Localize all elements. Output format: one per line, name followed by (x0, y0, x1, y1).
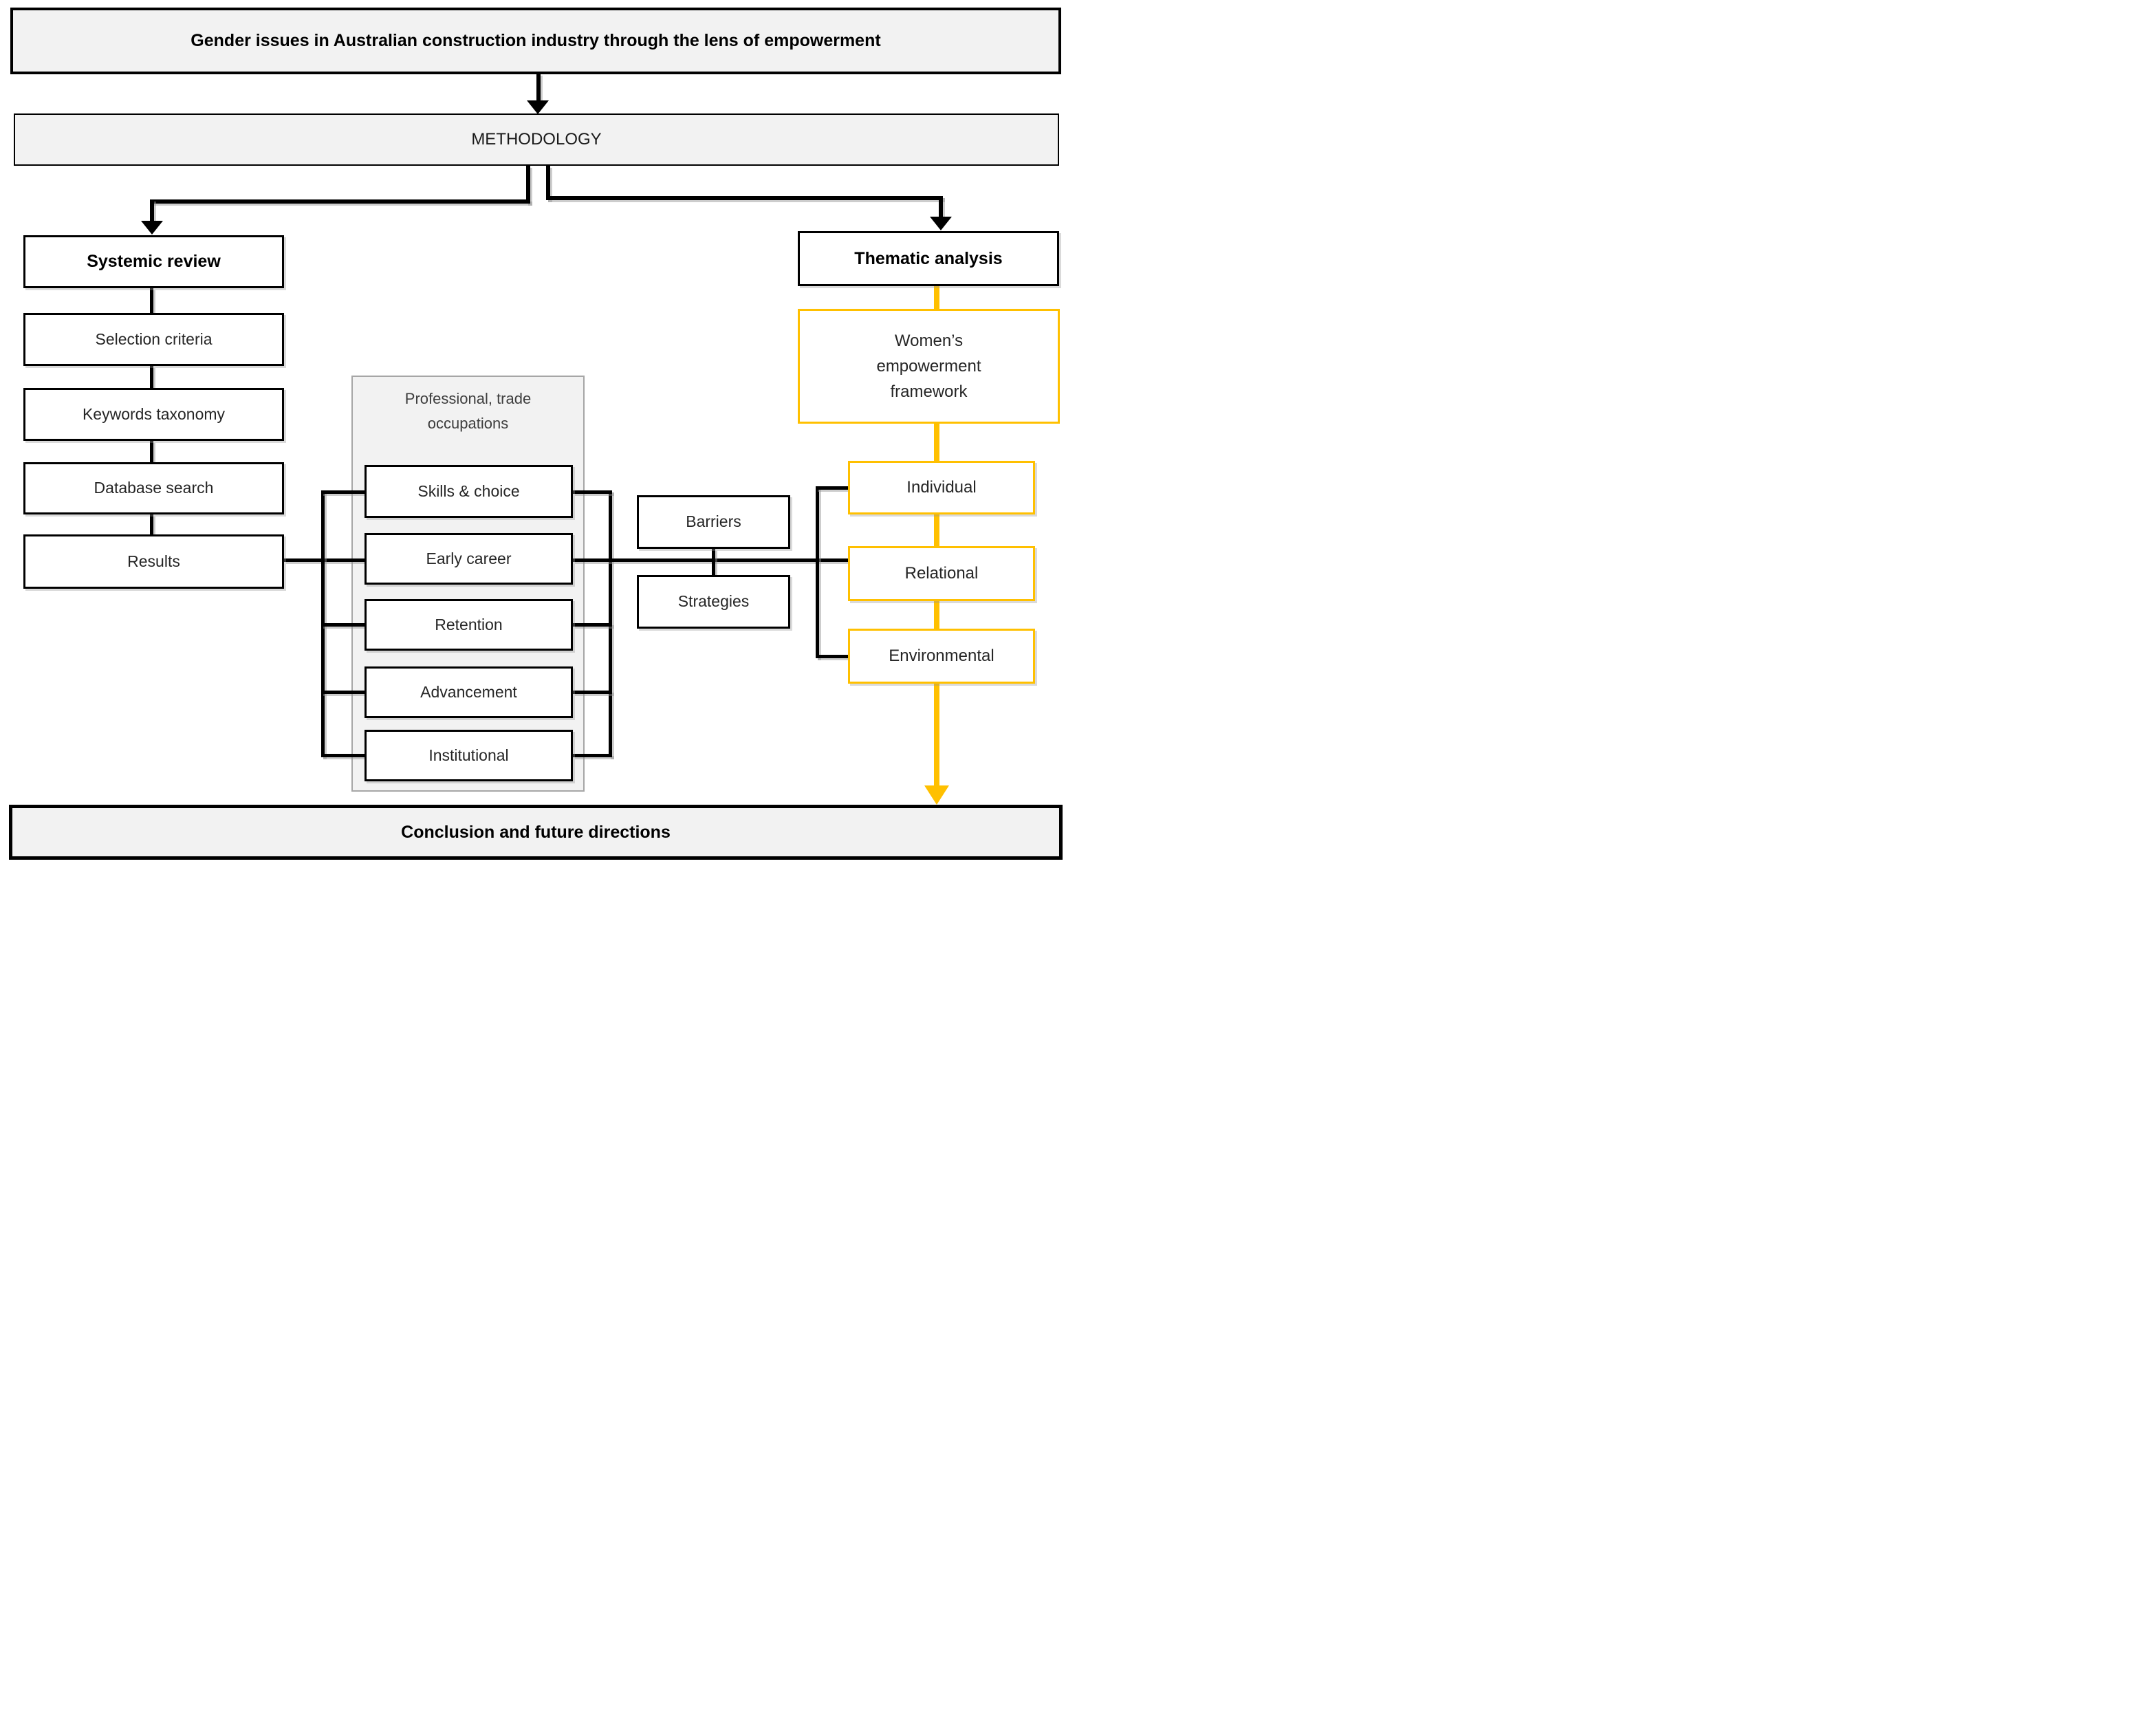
stub-right-retention (573, 623, 612, 627)
connector-barriers-strategies (712, 549, 715, 575)
barriers-box: Barriers (637, 495, 790, 549)
stub-left-retention (321, 623, 365, 627)
connector-systemic-to-selection (150, 288, 153, 313)
womens-empowerment-framework-box: Women’s empowerment framework (798, 309, 1060, 424)
stub-right-institutional (573, 754, 612, 757)
yellow-connector-individual-to-relational (934, 514, 939, 546)
arrowhead-thematic-analysis (930, 217, 952, 230)
flowchart-canvas: Gender issues in Australian construction… (0, 0, 1072, 868)
yellow-connector-thematic-to-framework (934, 286, 939, 309)
environmental-box: Environmental (848, 629, 1035, 684)
database-search-box: Database search (23, 462, 284, 514)
stub-individual (816, 486, 848, 490)
early-career-box: Early career (365, 533, 573, 585)
selection-criteria-box: Selection criteria (23, 313, 284, 366)
institutional-box: Institutional (365, 730, 573, 781)
connector-split-right-drop (546, 166, 550, 200)
keywords-taxonomy-box: Keywords taxonomy (23, 388, 284, 441)
stub-left-institutional (321, 754, 365, 757)
yellow-connector-framework-to-individual (934, 424, 939, 461)
connector-selection-to-keywords (150, 366, 153, 388)
stub-left-advancement (321, 691, 365, 694)
connector-title-to-methodology (536, 74, 541, 102)
stub-right-skills (573, 490, 612, 494)
womens-empowerment-framework-label: Women’s empowerment framework (876, 331, 981, 402)
systemic-review-box: Systemic review (23, 235, 284, 288)
arrowhead-systemic-review (141, 221, 163, 235)
thematic-analysis-box: Thematic analysis (798, 231, 1059, 286)
stub-right-advancement (573, 691, 612, 694)
bracket-dimensions (816, 486, 819, 658)
connector-split-left-horizontal (150, 199, 530, 204)
connector-keywords-to-database (150, 441, 153, 462)
connector-right-branch-drop (939, 196, 943, 219)
connector-occupations-to-dimensions (573, 558, 848, 562)
yellow-arrowhead-conclusion (924, 785, 949, 805)
methodology-box: METHODOLOGY (14, 113, 1059, 166)
results-box: Results (23, 534, 284, 589)
conclusion-box: Conclusion and future directions (9, 805, 1063, 860)
title-box: Gender issues in Australian construction… (10, 8, 1061, 74)
relational-box: Relational (848, 546, 1035, 601)
arrowhead-methodology (527, 100, 549, 114)
connector-split-right-horizontal (546, 196, 943, 200)
advancement-box: Advancement (365, 666, 573, 718)
strategies-box: Strategies (637, 575, 790, 629)
individual-box: Individual (848, 461, 1035, 514)
occupations-group-title: Professional, trade occupations (404, 390, 532, 432)
skills-choice-box: Skills & choice (365, 465, 573, 518)
connector-database-to-results (150, 514, 153, 534)
stub-environmental (816, 655, 848, 658)
retention-box: Retention (365, 599, 573, 651)
yellow-connector-environmental-to-conclusion (934, 684, 939, 787)
stub-left-skills (321, 490, 365, 494)
connector-left-branch-drop (150, 199, 154, 223)
yellow-connector-relational-to-environmental (934, 601, 939, 629)
connector-split-left-drop (526, 166, 530, 204)
